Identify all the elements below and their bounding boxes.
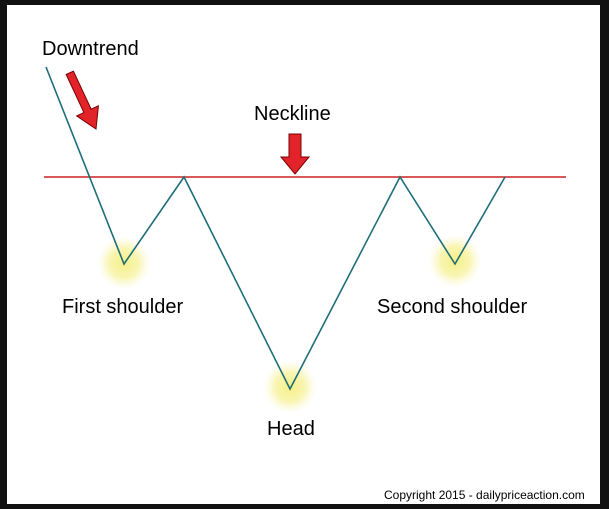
neckline-arrow-icon — [279, 133, 311, 175]
downtrend-arrow-icon — [65, 70, 100, 130]
diagram-panel: Downtrend Neckline First shoulder Head S… — [7, 5, 600, 504]
price-line — [45, 66, 506, 391]
copyright-text: Copyright 2015 - dailypriceaction.com — [384, 488, 585, 502]
head-highlight — [263, 360, 317, 414]
first-shoulder-label: First shoulder — [62, 296, 183, 318]
downtrend-label: Downtrend — [42, 38, 139, 60]
head-and-shoulders-diagram: Downtrend Neckline First shoulder Head S… — [42, 38, 585, 502]
second-shoulder-label: Second shoulder — [377, 296, 527, 318]
neckline-label: Neckline — [254, 103, 331, 125]
head-label: Head — [267, 418, 315, 440]
second-shoulder-highlight — [428, 234, 482, 288]
